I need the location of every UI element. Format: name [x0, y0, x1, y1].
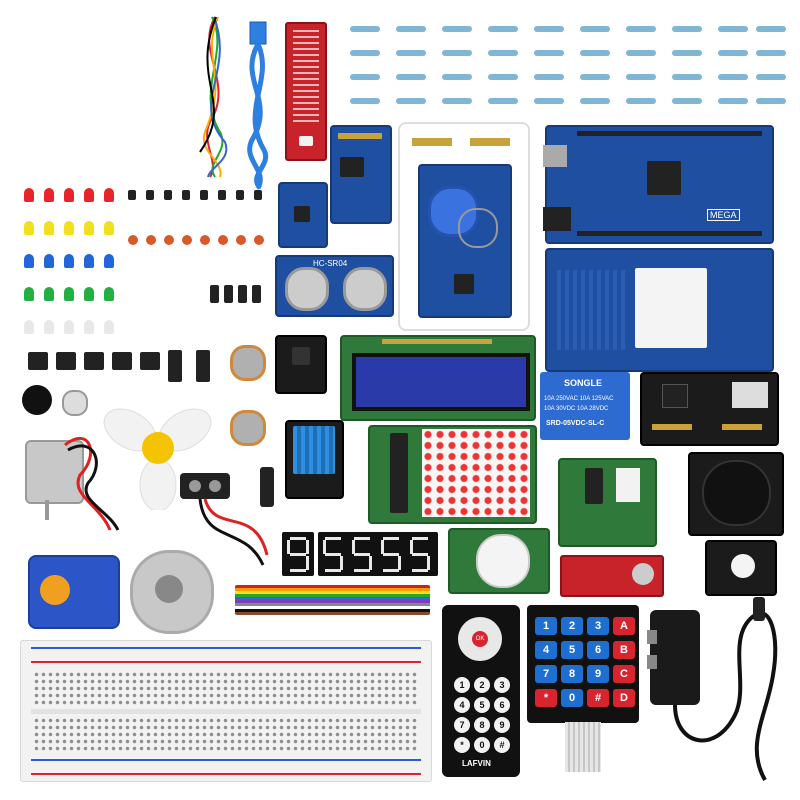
remote-key[interactable]: 2: [474, 677, 490, 693]
single-7seg-display: [282, 532, 314, 576]
ok-button: OK: [472, 631, 488, 647]
membrane-keypad: 1 2 3 A 4 5 6 B 7 8 9 C * 0 # D: [527, 605, 639, 723]
jumper-wire-bundle-icon: [199, 16, 228, 178]
keypad-key[interactable]: A: [613, 617, 635, 635]
keypad-key[interactable]: 5: [561, 641, 583, 659]
ir-remote: OK 1 2 3 4 5 6 7 8 9 * 0 # LAFVIN: [442, 605, 520, 777]
stepper-driver-board: [558, 458, 657, 547]
gyro-module: [278, 182, 328, 248]
push-button-row: [28, 352, 163, 372]
remote-key[interactable]: 0: [474, 737, 490, 753]
ic-chip: [196, 350, 210, 382]
relay-spec-1: 10A 250VAC 10A 125VAC: [544, 396, 614, 402]
motor-wires: [64, 437, 120, 531]
relay-model: SRD-05VDC-SL-C: [546, 420, 605, 427]
keypad-key[interactable]: 8: [561, 665, 583, 683]
keypad-key[interactable]: 9: [587, 665, 609, 683]
electrolytic-capacitors: [210, 285, 270, 310]
remote-key[interactable]: 7: [454, 717, 470, 733]
keypad-key[interactable]: 4: [535, 641, 557, 659]
rfid-card-frame: [398, 122, 530, 331]
remote-key[interactable]: #: [494, 737, 510, 753]
keypad-key[interactable]: *: [535, 689, 557, 707]
battery-clip-icon: [180, 467, 274, 566]
usb-cable-icon: [247, 21, 269, 190]
keypad-key[interactable]: 1: [535, 617, 557, 635]
keypad-key[interactable]: 7: [535, 665, 557, 683]
water-level-sensor: [285, 22, 327, 161]
active-buzzer: [62, 390, 88, 416]
potentiometer: [230, 345, 266, 381]
servo-motor: [28, 555, 120, 629]
potentiometer: [230, 410, 266, 446]
prototype-shield: [545, 248, 774, 372]
remote-key[interactable]: 1: [454, 677, 470, 693]
remote-brand-label: LAFVIN: [462, 759, 491, 768]
ceramic-capacitor-row: [128, 235, 273, 255]
led-assortment: [22, 188, 122, 338]
dht11-module: [285, 420, 344, 499]
dupont-ribbon-cable: [235, 585, 430, 615]
keypad-key[interactable]: #: [587, 689, 609, 707]
ic-chip: [168, 350, 182, 382]
buzzer: [22, 385, 52, 415]
breadboard: [20, 640, 432, 782]
led-matrix: [422, 429, 530, 517]
keypad-key[interactable]: D: [613, 689, 635, 707]
remote-key[interactable]: 5: [474, 697, 490, 713]
ultrasonic-label: HC-SR04: [313, 259, 348, 268]
keypad-key[interactable]: B: [613, 641, 635, 659]
rfid-module: [418, 164, 512, 318]
remote-key[interactable]: 3: [494, 677, 510, 693]
relay-brand: SONGLE: [564, 378, 603, 388]
sound-sensor-module: [560, 555, 664, 597]
stepper-motor: [130, 550, 214, 634]
ir-receiver-module: [275, 335, 327, 394]
quad-7seg-display: [318, 532, 438, 576]
remote-key[interactable]: 8: [474, 717, 490, 733]
relay-module: SONGLE 10A 250VAC 10A 125VAC 10A 30VDC 1…: [540, 372, 630, 440]
keypad-key[interactable]: 3: [587, 617, 609, 635]
rtc-module: [330, 125, 392, 224]
remote-key[interactable]: 4: [454, 697, 470, 713]
lcd-1602: [340, 335, 536, 421]
keypad-ribbon: [565, 722, 601, 772]
ultrasonic-sensor: HC-SR04: [275, 255, 394, 317]
relay-spec-2: 10A 30VDC 10A 28VDC: [544, 406, 609, 412]
button-module: [705, 540, 777, 596]
keypad-key[interactable]: 0: [561, 689, 583, 707]
fan-blade-icon: [103, 408, 212, 510]
remote-key[interactable]: 9: [494, 717, 510, 733]
keypad-key[interactable]: 6: [587, 641, 609, 659]
power-adapter-icon: [647, 597, 778, 781]
breadboard-power-module: [640, 372, 779, 446]
mega-label: MEGA: [707, 209, 740, 221]
joystick-module: [688, 452, 784, 536]
keypad-key[interactable]: 2: [561, 617, 583, 635]
arduino-mega-board: MEGA: [543, 125, 774, 244]
led-matrix-module: [368, 425, 537, 524]
transistor-row: [128, 190, 273, 220]
pir-sensor: [448, 528, 550, 594]
resistor-array: [350, 20, 790, 120]
remote-key[interactable]: *: [454, 737, 470, 753]
remote-key[interactable]: 6: [494, 697, 510, 713]
keypad-key[interactable]: C: [613, 665, 635, 683]
